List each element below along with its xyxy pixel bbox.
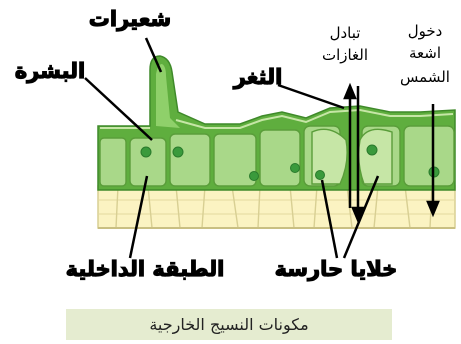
trichomes-label: شعيرات <box>89 7 171 31</box>
stoma-label: الثغر <box>233 65 283 89</box>
sunlight-label-line1: دخول <box>408 22 443 40</box>
gas-exchange-label-line1: تبادل <box>330 24 361 42</box>
stoma-pointer <box>278 85 344 108</box>
guard-cells-label: خلايا حارسة <box>275 257 398 281</box>
sunlight-label-line2: اشعة <box>409 44 441 62</box>
epidermis-label: البشرة <box>15 59 86 83</box>
caption-text: مكونات النسيج الخارجية <box>149 315 308 334</box>
caption-box: مكونات النسيج الخارجية <box>66 309 392 340</box>
sunlight-label-line3: الشمس <box>400 68 450 86</box>
inner-layer-label: الطبقة الداخلية <box>66 257 225 281</box>
gas-exchange-label-line2: الغازات <box>322 46 368 64</box>
inner-layer <box>98 186 455 228</box>
